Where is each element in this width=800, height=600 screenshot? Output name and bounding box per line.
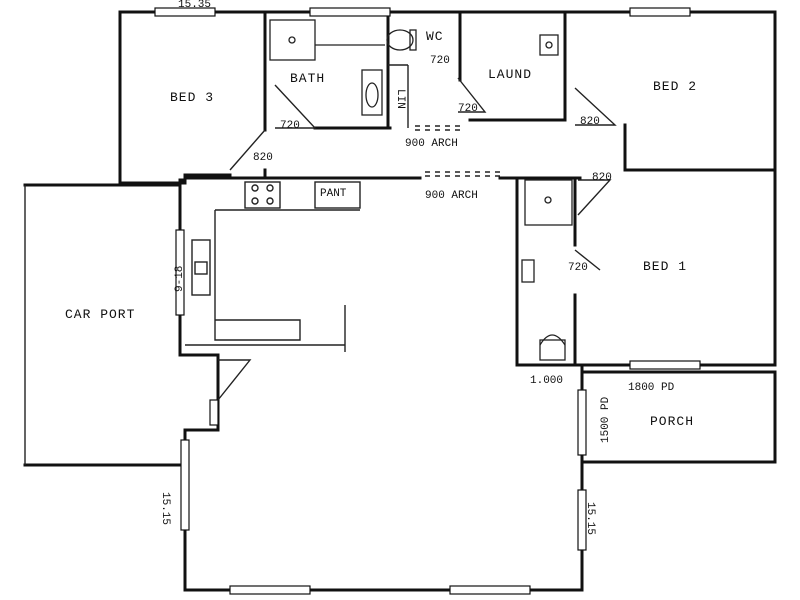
room-label-porch: PORCH (650, 414, 694, 429)
room-label-bed1: BED 1 (643, 259, 687, 274)
room-label-bath: BATH (290, 71, 325, 86)
dim-820-bed3: 820 (253, 152, 273, 164)
room-label-bed3: BED 3 (170, 90, 214, 105)
dim-900-arch-lower: 900 ARCH (425, 190, 478, 202)
dim-720-laund: 720 (458, 103, 478, 115)
exterior-walls (118, 10, 777, 592)
room-label-pant: PANT (320, 188, 347, 200)
dim-900-arch-upper: 900 ARCH (405, 138, 458, 150)
dim-1800-pd: 1800 PD (628, 382, 675, 394)
dim-15-15-right: 15.15 (584, 502, 596, 535)
dim-15-15-left: 15.15 (159, 492, 171, 525)
dim-1500-pd: 1500 PD (600, 396, 612, 443)
room-label-bed2: BED 2 (653, 79, 697, 94)
porch-outline (583, 370, 777, 464)
room-label-laund: LAUND (488, 67, 532, 82)
room-label-car-port: CAR PORT (65, 307, 135, 322)
arch-openings (415, 125, 500, 177)
dim-top-partial: 15.35 (178, 0, 211, 11)
room-label-wc: WC (426, 29, 444, 44)
door-swings (217, 77, 617, 401)
dim-9-18: 9-18 (174, 266, 186, 292)
bath-fixtures (269, 19, 573, 361)
dim-820-bed2: 820 (580, 116, 600, 128)
windows (154, 7, 701, 595)
carport-outline (23, 183, 182, 467)
dim-1000: 1.000 (530, 375, 563, 387)
dim-820-bed1: 820 (592, 172, 612, 184)
interior-walls (183, 10, 777, 367)
dim-720-bath: 720 (280, 120, 300, 132)
room-label-lin: LIN (394, 89, 406, 109)
kitchen-counters (185, 181, 361, 352)
dim-720-wc: 720 (430, 55, 450, 67)
dim-720-bed1: 720 (568, 262, 588, 274)
